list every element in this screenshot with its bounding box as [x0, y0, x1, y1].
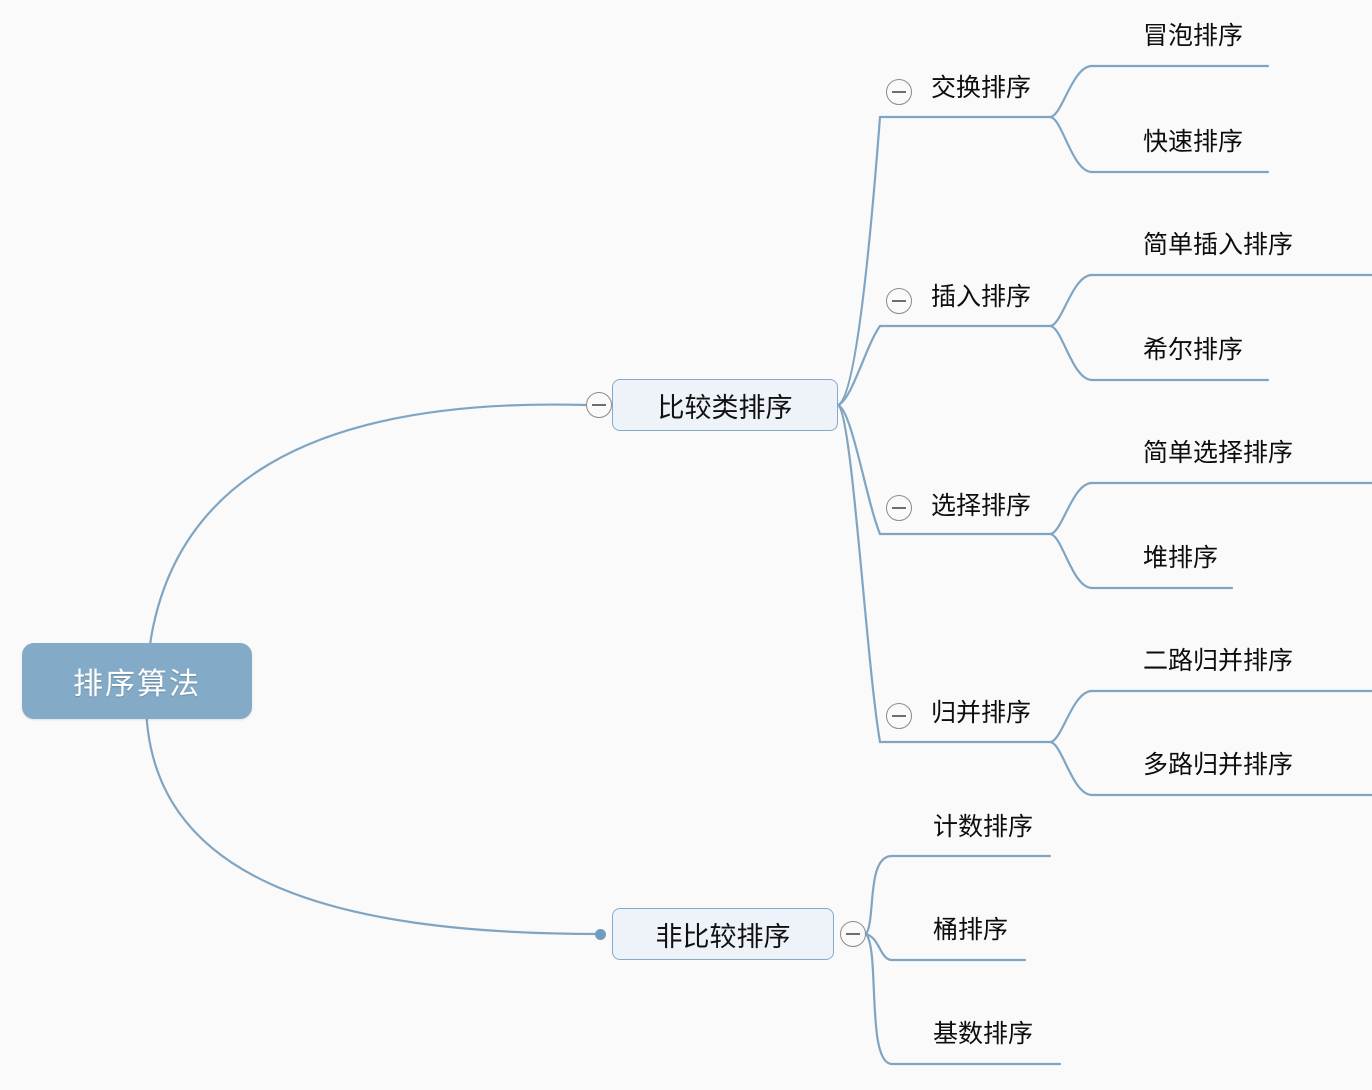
leaf-node-multi-way-merge-sort[interactable]: 多路归并排序: [1143, 753, 1293, 778]
link-compare-to-merge: [836, 403, 882, 744]
link-compare-to-insertion: [836, 324, 882, 407]
branch-node-noncompare-label: 非比较排序: [655, 921, 791, 952]
link-compare-to-selection: [836, 403, 882, 536]
link-compare-to-exchange: [836, 115, 882, 407]
toggle-selection[interactable]: [886, 495, 912, 521]
leaf-node-two-way-merge-sort-label: 二路归并排序: [1143, 648, 1294, 675]
leaf-node-simple-selection-sort-label: 简单选择排序: [1143, 440, 1294, 467]
leaf-node-bucket-sort-label: 桶排序: [933, 917, 1009, 944]
group-node-exchange-label: 交换排序: [931, 75, 1032, 102]
branch-node-compare[interactable]: 比较类排序: [612, 379, 838, 431]
leaf-node-shell-sort[interactable]: 希尔排序: [1143, 338, 1243, 363]
branch-node-compare-label: 比较类排序: [657, 392, 793, 423]
toggle-exchange[interactable]: [886, 79, 912, 105]
leaf-node-heap-sort-label: 堆排序: [1143, 545, 1219, 572]
leaf-node-quick-sort-label: 快速排序: [1143, 129, 1244, 156]
leaf-node-simple-selection-sort[interactable]: 简单选择排序: [1143, 441, 1293, 466]
group-node-selection[interactable]: 选择排序: [931, 494, 1031, 519]
branch-node-noncompare[interactable]: 非比较排序: [612, 908, 834, 960]
leaf-node-simple-insertion-sort[interactable]: 简单插入排序: [1143, 233, 1293, 258]
leaf-node-counting-sort-label: 计数排序: [933, 814, 1034, 841]
root-node[interactable]: 排序算法: [22, 643, 252, 719]
link-root-to-noncompare: [144, 698, 602, 936]
group-node-insertion-label: 插入排序: [931, 284, 1032, 311]
link-merge-to-two: [1048, 689, 1372, 744]
leaf-node-radix-sort[interactable]: 基数排序: [933, 1022, 1033, 1047]
leaf-node-counting-sort[interactable]: 计数排序: [933, 815, 1033, 840]
leaf-node-bubble-sort[interactable]: 冒泡排序: [1143, 24, 1243, 49]
toggle-noncompare[interactable]: [840, 921, 866, 947]
leaf-node-shell-sort-label: 希尔排序: [1143, 337, 1244, 364]
leaf-node-bucket-sort[interactable]: 桶排序: [933, 918, 1008, 943]
leaf-node-multi-way-merge-sort-label: 多路归并排序: [1143, 752, 1294, 779]
toggle-insertion[interactable]: [886, 288, 912, 314]
leaf-node-quick-sort[interactable]: 快速排序: [1143, 130, 1243, 155]
toggle-compare[interactable]: [586, 392, 612, 418]
leaf-node-radix-sort-label: 基数排序: [933, 1021, 1034, 1048]
group-node-merge-label: 归并排序: [931, 700, 1032, 727]
root-node-label: 排序算法: [73, 668, 201, 701]
link-selection-to-simple: [1048, 481, 1372, 536]
group-node-exchange[interactable]: 交换排序: [931, 76, 1031, 101]
leaf-node-two-way-merge-sort[interactable]: 二路归并排序: [1143, 649, 1293, 674]
leaf-node-bubble-sort-label: 冒泡排序: [1143, 23, 1244, 50]
leaf-node-simple-insertion-sort-label: 简单插入排序: [1143, 232, 1294, 259]
group-node-selection-label: 选择排序: [931, 493, 1032, 520]
link-exchange-to-bubble: [1048, 64, 1270, 119]
attach-dot-noncompare: [595, 929, 606, 940]
group-node-insertion[interactable]: 插入排序: [931, 285, 1031, 310]
group-node-merge[interactable]: 归并排序: [931, 701, 1031, 726]
toggle-merge[interactable]: [886, 703, 912, 729]
leaf-node-heap-sort[interactable]: 堆排序: [1143, 546, 1218, 571]
link-insertion-to-simple: [1048, 273, 1372, 328]
